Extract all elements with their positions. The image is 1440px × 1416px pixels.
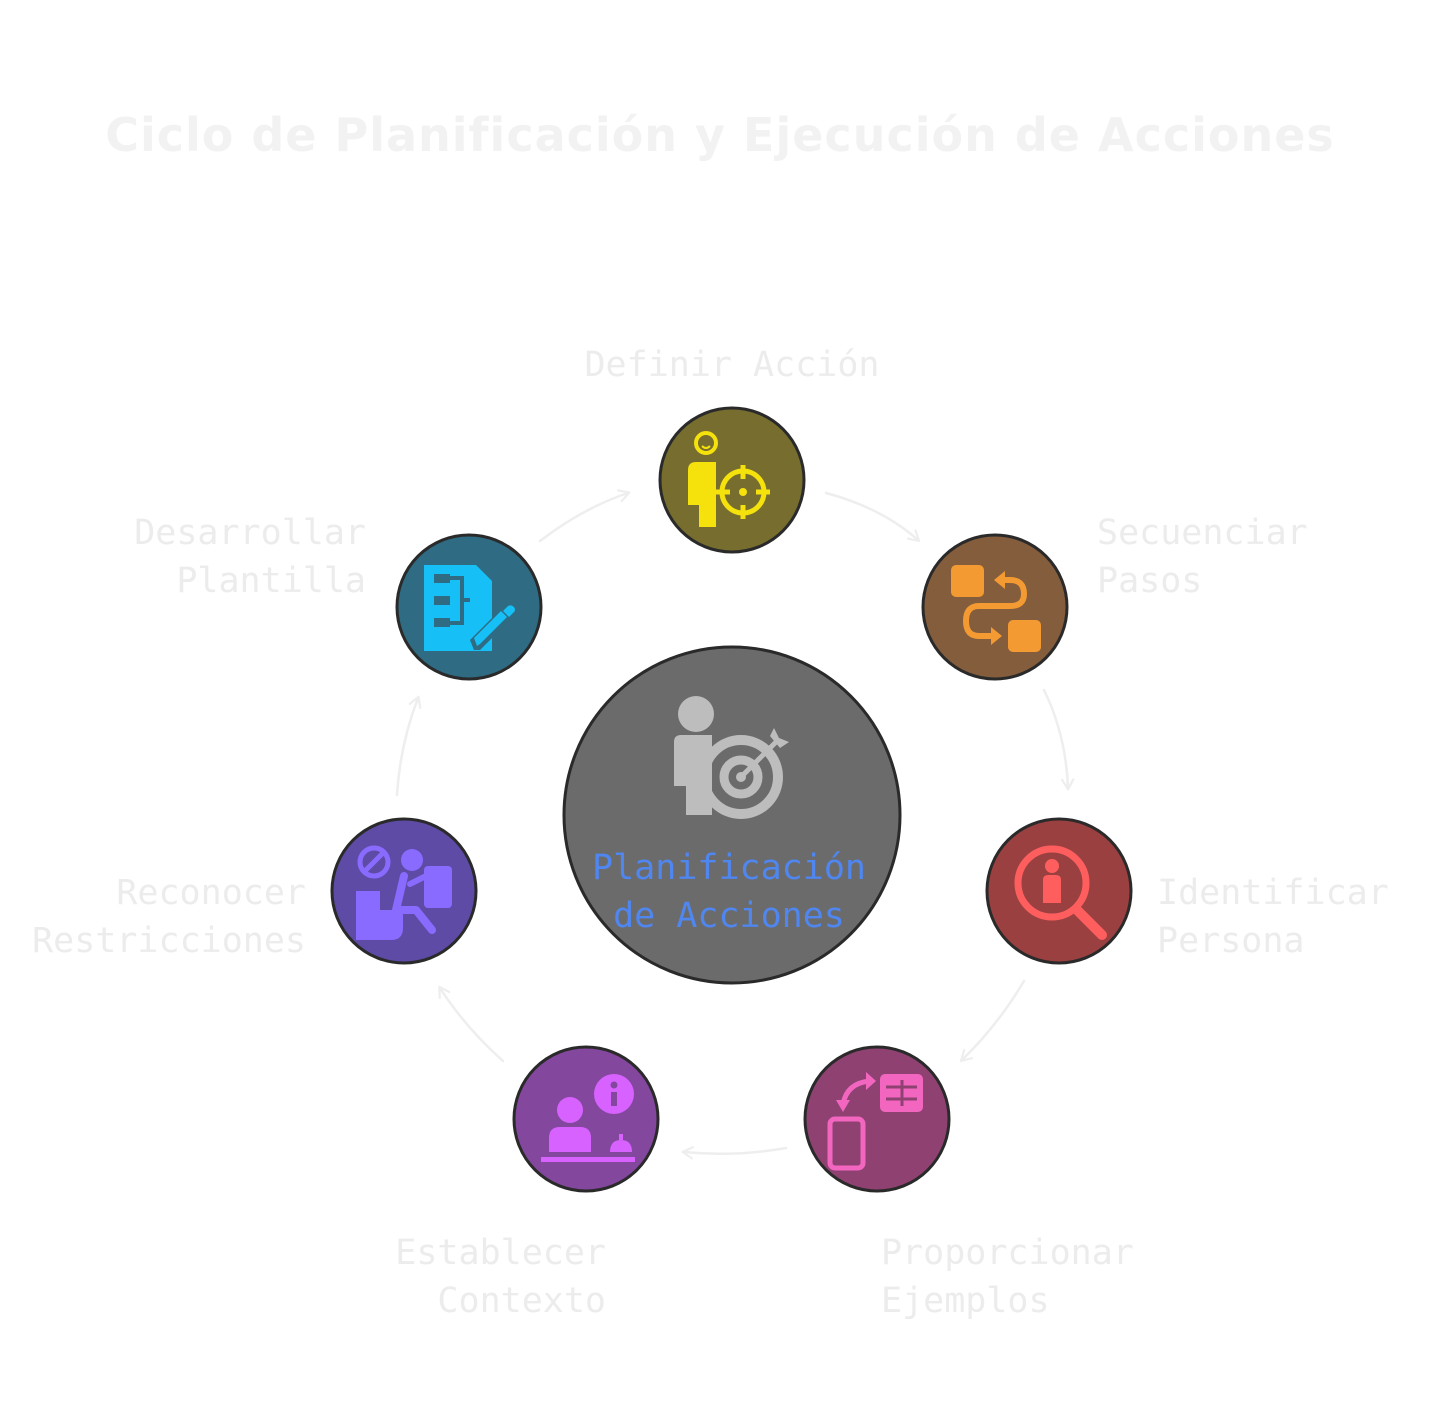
arrow-establecer-to-reconocer — [438, 985, 505, 1063]
arrow-desarrollar-to-definir — [538, 489, 631, 543]
node-label-proporcionar-1: Proporcionar — [881, 1233, 1134, 1273]
node-label-proporcionar-2: Ejemplos — [881, 1281, 1050, 1321]
node-label-reconocer-2: Restricciones — [32, 921, 306, 961]
node-label-secuenciar-2: Pasos — [1097, 561, 1202, 601]
node-label-desarrollar-2: Plantilla — [176, 561, 366, 601]
person-target-icon — [674, 696, 789, 819]
node-label-reconocer-1: Reconocer — [116, 873, 306, 913]
restricted-person-icon — [356, 845, 452, 940]
node-establecer-contexto: Establecer Contexto — [395, 1045, 660, 1321]
node-desarrollar-plantilla: Desarrollar Plantilla — [134, 513, 543, 681]
diagram-title: Ciclo de Planificación y Ejecución de Ac… — [105, 108, 1335, 162]
info-desk-icon — [541, 1074, 635, 1162]
node-reconocer-restricciones: Reconocer Restricciones — [32, 817, 478, 965]
node-proporcionar-ejemplos: Proporcionar Ejemplos — [803, 1045, 1134, 1321]
node-circle-establecer — [512, 1045, 660, 1193]
node-label-identificar-2: Persona — [1157, 921, 1305, 961]
arrow-definir-to-secuenciar — [824, 491, 921, 543]
device-transfer-icon — [827, 1072, 923, 1171]
node-label-secuenciar-1: Secuenciar — [1097, 513, 1308, 553]
node-label-establecer-1: Establecer — [395, 1233, 606, 1273]
node-label-establecer-2: Contexto — [437, 1281, 606, 1321]
node-secuenciar-pasos: Secuenciar Pasos — [921, 513, 1308, 681]
template-edit-icon — [424, 565, 515, 651]
center-label-line1: Planificación — [592, 848, 866, 888]
node-circle-definir — [658, 406, 806, 554]
arrow-identificar-to-proporcionar — [959, 979, 1026, 1063]
sequence-steps-icon — [951, 565, 1041, 652]
node-label-identificar-1: Identificar — [1157, 873, 1389, 913]
node-identificar-persona: Identificar Persona — [985, 817, 1389, 965]
node-label-definir: Definir Acción — [584, 345, 879, 385]
center-label-line2: de Acciones — [613, 896, 845, 936]
center-node: Planificación de Acciones — [562, 645, 902, 985]
node-circle-proporcionar — [803, 1045, 951, 1193]
person-search-icon — [1014, 845, 1107, 940]
node-label-desarrollar-1: Desarrollar — [134, 513, 366, 553]
arrow-secuenciar-to-identificar — [1042, 688, 1075, 791]
arrow-proporcionar-to-establecer — [681, 1146, 788, 1160]
node-definir-accion: Definir Acción — [584, 345, 880, 554]
person-crosshair-icon — [688, 431, 770, 527]
arrow-reconocer-to-desarrollar — [395, 695, 422, 797]
